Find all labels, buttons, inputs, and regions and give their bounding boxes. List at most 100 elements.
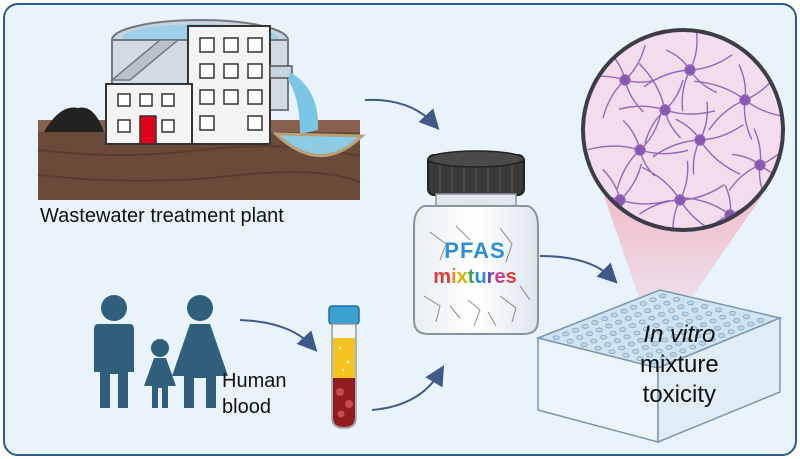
plate-well bbox=[747, 321, 755, 327]
label-vitro-line2: mixture bbox=[640, 351, 719, 378]
plate-well bbox=[662, 319, 670, 324]
plate-well bbox=[601, 316, 609, 322]
plate-well bbox=[723, 322, 731, 327]
label-vitro-line3: toxicity bbox=[642, 381, 717, 408]
plate-well bbox=[613, 338, 621, 344]
plate-well bbox=[604, 342, 612, 347]
plate-well bbox=[666, 326, 674, 332]
plate-well bbox=[708, 337, 716, 342]
plate-well bbox=[638, 319, 646, 325]
plate-well bbox=[742, 314, 750, 320]
plate-well bbox=[591, 320, 599, 325]
plate-well bbox=[609, 331, 617, 336]
neuron-soma bbox=[754, 159, 766, 171]
plate-well bbox=[644, 308, 652, 314]
plate-well bbox=[651, 341, 659, 347]
label-human-line2: blood bbox=[222, 396, 271, 418]
arrow-plant-to-bottle bbox=[364, 98, 440, 130]
bottle-label: PFAS mixtures bbox=[420, 238, 530, 289]
plate-well bbox=[695, 315, 703, 320]
plate-well bbox=[685, 318, 693, 324]
plate-well bbox=[581, 324, 589, 329]
plate-well bbox=[659, 293, 667, 299]
arrow-tube-to-bottle bbox=[371, 365, 445, 411]
plate-well bbox=[652, 323, 660, 328]
plate-well bbox=[590, 338, 598, 344]
bottle-subtitle-letter: s bbox=[505, 266, 517, 288]
bottle-subtitle-letter: r bbox=[486, 266, 495, 288]
neuron-soma bbox=[614, 194, 626, 206]
plate-well bbox=[705, 311, 713, 317]
plate-well bbox=[627, 341, 635, 347]
plate-well bbox=[620, 308, 628, 314]
plate-well bbox=[669, 352, 677, 357]
plate-well bbox=[566, 338, 574, 344]
plate-well bbox=[576, 335, 584, 340]
plate-well bbox=[719, 314, 727, 320]
bottle-subtitle-letter: e bbox=[494, 266, 506, 288]
bottle-subtitle-letter: i bbox=[451, 266, 457, 288]
plate-well bbox=[599, 334, 607, 340]
plate-well bbox=[728, 310, 736, 316]
plate-well bbox=[650, 359, 658, 365]
plate-well bbox=[562, 331, 570, 337]
plate-well bbox=[624, 316, 632, 321]
sludge-pile-icon bbox=[44, 107, 104, 132]
plate-well bbox=[642, 326, 650, 332]
plate-well bbox=[585, 331, 593, 337]
blood-tube-icon bbox=[328, 305, 360, 429]
plate-well bbox=[571, 327, 579, 333]
bottle-title: PFAS bbox=[444, 238, 506, 263]
plate-well bbox=[622, 352, 630, 358]
plate-well bbox=[756, 317, 764, 323]
plate-well bbox=[670, 333, 678, 339]
plate-well bbox=[648, 315, 656, 321]
plate-well bbox=[673, 297, 681, 302]
plate-well bbox=[713, 325, 721, 331]
plate-well bbox=[655, 348, 663, 354]
plate-well bbox=[628, 323, 636, 329]
plate-well bbox=[647, 334, 655, 339]
arrow-family-to-tube bbox=[239, 319, 318, 352]
label-human-blood: Human blood bbox=[222, 368, 286, 420]
bottle-subtitle-letter: x bbox=[456, 266, 468, 288]
arrow-bottle-to-plate bbox=[539, 255, 618, 284]
sample-bottle-icon bbox=[413, 150, 539, 335]
plate-well bbox=[636, 356, 644, 362]
plate-well bbox=[689, 344, 697, 350]
plate-well bbox=[661, 337, 669, 343]
plate-well bbox=[659, 356, 667, 361]
plate-well bbox=[681, 311, 689, 317]
plate-well bbox=[733, 318, 741, 323]
plate-well bbox=[709, 318, 717, 324]
plate-well bbox=[632, 349, 640, 354]
wastewater-plant-icon bbox=[37, 19, 366, 200]
plate-well bbox=[699, 322, 707, 328]
plate-well bbox=[677, 304, 685, 310]
neuron-soma bbox=[659, 104, 671, 116]
plate-well bbox=[634, 312, 642, 317]
plate-well bbox=[595, 327, 603, 333]
plate-well bbox=[701, 304, 709, 309]
plate-well bbox=[690, 326, 698, 331]
plate-well bbox=[698, 340, 706, 346]
plate-well bbox=[619, 327, 627, 332]
plate-well bbox=[633, 330, 641, 336]
plate-well bbox=[641, 345, 649, 350]
bottle-subtitle-letter: u bbox=[474, 266, 487, 288]
neuron-soma bbox=[674, 194, 686, 206]
plate-well bbox=[680, 330, 688, 335]
plate-well bbox=[630, 304, 638, 310]
plate-well bbox=[639, 301, 647, 306]
label-in-vitro: In vitro mixture toxicity bbox=[640, 320, 719, 410]
plate-well bbox=[649, 297, 657, 303]
plate-well bbox=[637, 337, 645, 343]
neuron-soma bbox=[634, 144, 646, 156]
plate-well bbox=[663, 300, 671, 306]
plate-well bbox=[714, 307, 722, 313]
plate-well bbox=[646, 352, 654, 358]
plate-well bbox=[676, 322, 684, 328]
well-plate-icon bbox=[535, 289, 783, 444]
neuron-soma bbox=[739, 94, 751, 106]
plate-well bbox=[580, 342, 588, 348]
